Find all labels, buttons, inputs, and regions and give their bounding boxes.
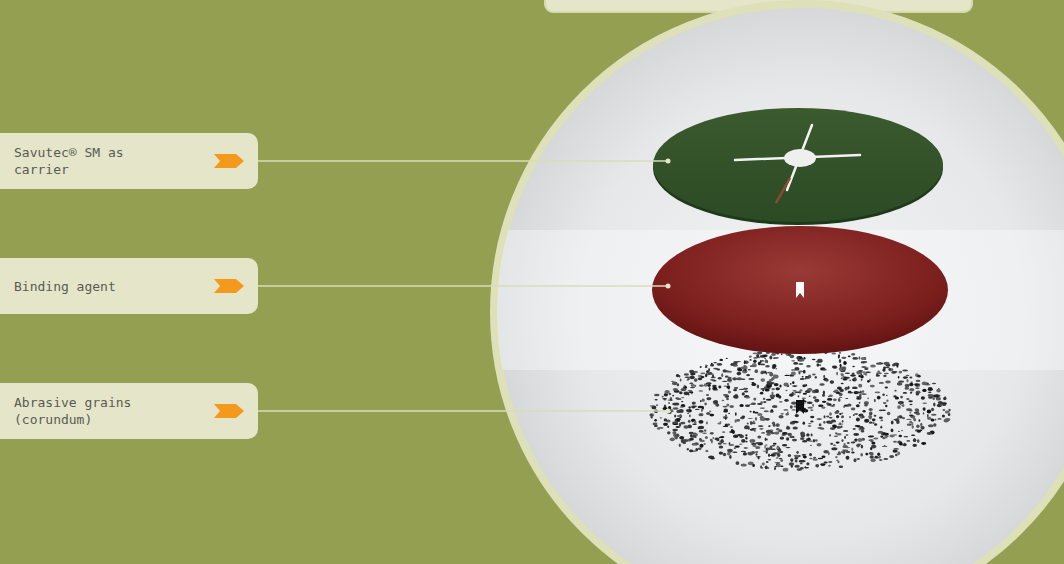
- label-box: Abrasive grains (corundum): [0, 383, 258, 439]
- chevron-icon: [214, 279, 244, 293]
- label-text: Abrasive grains (corundum): [14, 394, 164, 428]
- chevron-icon: [214, 154, 244, 168]
- label-box: Binding agent: [0, 258, 258, 314]
- carrier-slots: [735, 125, 860, 190]
- abrasive-grains-layer: [649, 350, 950, 472]
- label-text: Binding agent: [14, 278, 164, 295]
- label-box: Savutec® SM as carrier: [0, 133, 258, 189]
- chevron-icon: [214, 404, 244, 418]
- binder-marker: [796, 282, 804, 298]
- label-text: Savutec® SM as carrier: [14, 144, 164, 178]
- carrier-hole: [784, 149, 816, 167]
- grain-marker: [796, 400, 804, 414]
- carrier-mark: [776, 178, 790, 203]
- binding-agent-layer: [652, 226, 948, 354]
- leader-lines: [258, 159, 671, 414]
- carrier-layer: [653, 108, 943, 222]
